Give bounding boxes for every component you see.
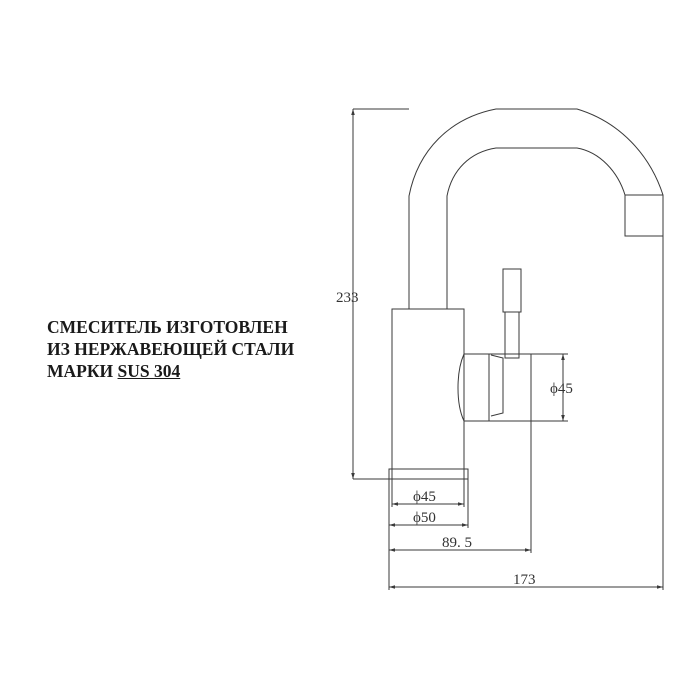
- note-line-1: СМЕСИТЕЛЬ ИЗГОТОВЛЕН: [47, 317, 288, 337]
- faucet-body: [391, 308, 465, 470]
- handle-lever-stem: [504, 312, 520, 359]
- spout-outer: [408, 108, 664, 309]
- note-line-2: ИЗ НЕРЖАВЕЮЩЕЙ СТАЛИ: [47, 339, 295, 359]
- handle-cylinder: [464, 353, 532, 422]
- body-diameter-label: ϕ45: [413, 489, 436, 505]
- faucet-base: [388, 468, 469, 480]
- base-diameter-label: ϕ50: [413, 510, 436, 526]
- note-line-3-prefix: МАРКИ: [47, 361, 118, 381]
- spout-reach-label: 173: [513, 572, 536, 588]
- handle-diameter-label: ϕ45: [550, 381, 573, 397]
- spout-inner: [446, 147, 663, 309]
- material-note: СМЕСИТЕЛЬ ИЗГОТОВЛЕН ИЗ НЕРЖАВЕЮЩЕЙ СТАЛ…: [47, 316, 294, 382]
- handle-reach-label: 89. 5: [442, 535, 472, 551]
- note-line-3: МАРКИ SUS 304: [47, 360, 294, 382]
- handle-lever-top: [502, 268, 522, 313]
- material-grade: SUS 304: [117, 361, 181, 381]
- height-dimension-label: 233: [336, 290, 359, 306]
